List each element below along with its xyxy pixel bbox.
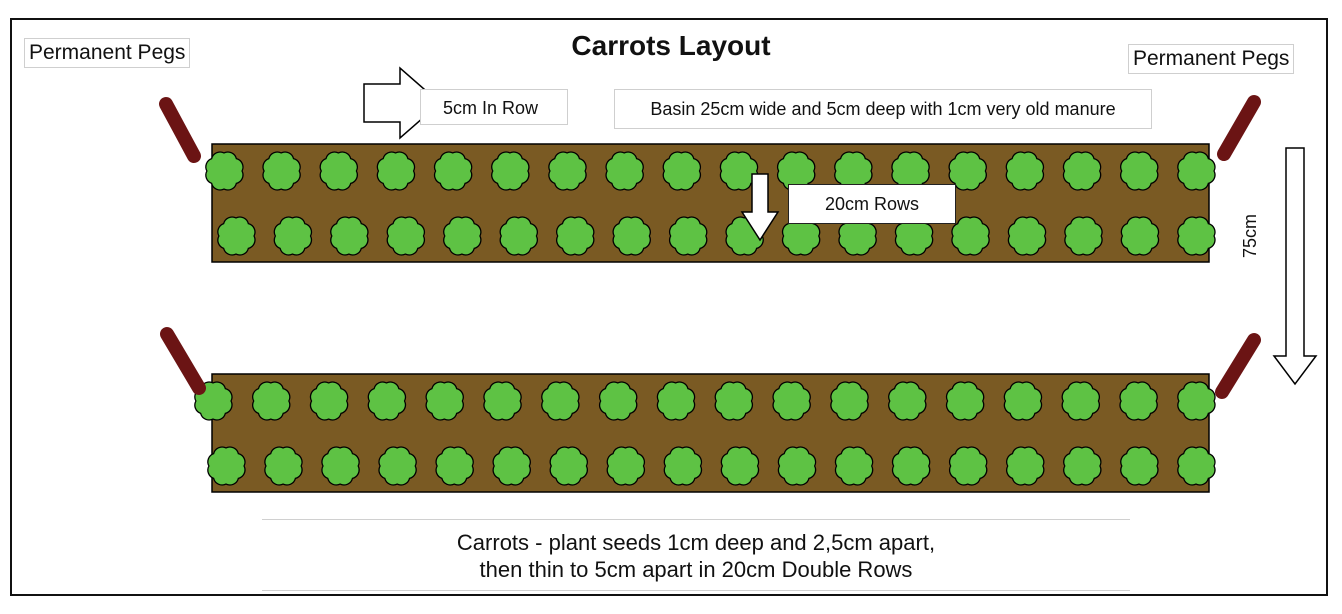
plant-icon — [491, 151, 530, 191]
plant-icon — [541, 381, 580, 421]
plant-icon — [1120, 151, 1159, 191]
plant-icon — [606, 446, 646, 486]
row-spacing-label: 20cm Rows — [788, 184, 956, 224]
plant-icon — [776, 151, 816, 191]
plant-icon — [483, 381, 522, 421]
plant-icon — [549, 446, 588, 486]
plant-icon — [309, 381, 349, 421]
plant-icon — [548, 151, 587, 191]
plant-icon — [1061, 381, 1100, 421]
plant-icon — [492, 446, 531, 486]
plant-icon — [830, 381, 869, 421]
plant-icon — [668, 216, 708, 256]
plant-icon — [662, 151, 702, 191]
plant-rows — [194, 151, 1216, 486]
plant-icon — [252, 381, 291, 421]
plant-icon — [834, 446, 874, 486]
plant-icon — [1063, 446, 1102, 486]
plant-icon — [1120, 216, 1160, 256]
plant-icon — [598, 381, 638, 421]
plant-icon — [1003, 381, 1043, 421]
peg-icon — [1217, 95, 1261, 161]
plant-icon — [663, 446, 703, 486]
plant-icon — [948, 151, 987, 191]
diagram-frame — [10, 18, 1328, 596]
plant-icon — [1005, 151, 1045, 191]
plant-icon — [264, 446, 303, 486]
plant-icon — [367, 381, 407, 421]
plant-icon — [321, 446, 360, 486]
plant-icon — [948, 446, 988, 486]
plant-icon — [719, 151, 759, 191]
in-row-spacing-label: 5cm In Row — [420, 89, 568, 125]
arrow-down-icon — [740, 173, 780, 242]
plant-icon — [772, 381, 811, 421]
plant-icon — [1119, 381, 1158, 421]
plant-icon — [777, 446, 817, 486]
plant-icon — [499, 216, 538, 256]
plant-icon — [273, 216, 313, 256]
plant-icon — [433, 151, 473, 191]
plant-icon — [1177, 381, 1216, 421]
instructions-line-1: Carrots - plant seeds 1cm deep and 2,5cm… — [456, 530, 936, 555]
carrot-bed-bottom — [211, 373, 1210, 493]
peg-icon — [1215, 333, 1261, 399]
plant-icon — [714, 381, 754, 421]
plant-icon — [720, 446, 760, 486]
planting-instructions: Carrots - plant seeds 1cm deep and 2,5cm… — [262, 519, 1130, 591]
plant-icon — [605, 151, 644, 191]
plant-icon — [656, 381, 696, 421]
plant-icon — [1007, 216, 1047, 256]
plant-icon — [1006, 446, 1045, 486]
plant-icon — [1177, 151, 1216, 191]
plant-icon — [891, 446, 931, 486]
plant-icon — [888, 381, 927, 421]
peg-icon — [160, 327, 206, 395]
arrow-down-long-icon — [1272, 147, 1318, 386]
plant-icon — [378, 446, 417, 486]
plant-icon — [376, 151, 416, 191]
plant-icon — [556, 216, 595, 256]
instructions-line-2: then thin to 5cm apart in 20cm Double Ro… — [479, 557, 913, 582]
plant-icon — [1177, 216, 1216, 256]
peg-icon — [159, 97, 201, 163]
plant-icon — [443, 216, 482, 256]
plant-icon — [319, 151, 358, 191]
plant-icon — [425, 381, 464, 421]
plant-icon — [330, 216, 369, 256]
plant-icon — [262, 151, 301, 191]
pegs-group — [159, 95, 1261, 399]
plant-icon — [1064, 216, 1103, 256]
plant-icon — [951, 216, 990, 256]
permanent-pegs-label-right: Permanent Pegs — [1128, 44, 1295, 74]
bed-spacing-label: 75cm — [1240, 213, 1260, 258]
plant-icon — [612, 216, 651, 256]
plant-icon — [1177, 446, 1216, 486]
plant-icon — [386, 216, 426, 256]
permanent-pegs-label-left: Permanent Pegs — [24, 38, 191, 68]
plant-icon — [1062, 151, 1102, 191]
plant-icon — [205, 151, 244, 191]
plant-icon — [435, 446, 474, 486]
basin-description-label: Basin 25cm wide and 5cm deep with 1cm ve… — [614, 89, 1152, 129]
plant-icon — [945, 381, 985, 421]
plant-icon — [217, 216, 256, 256]
diagram-title: Carrots Layout — [571, 30, 771, 61]
plant-icon — [1120, 446, 1159, 486]
plant-icon — [207, 446, 246, 486]
